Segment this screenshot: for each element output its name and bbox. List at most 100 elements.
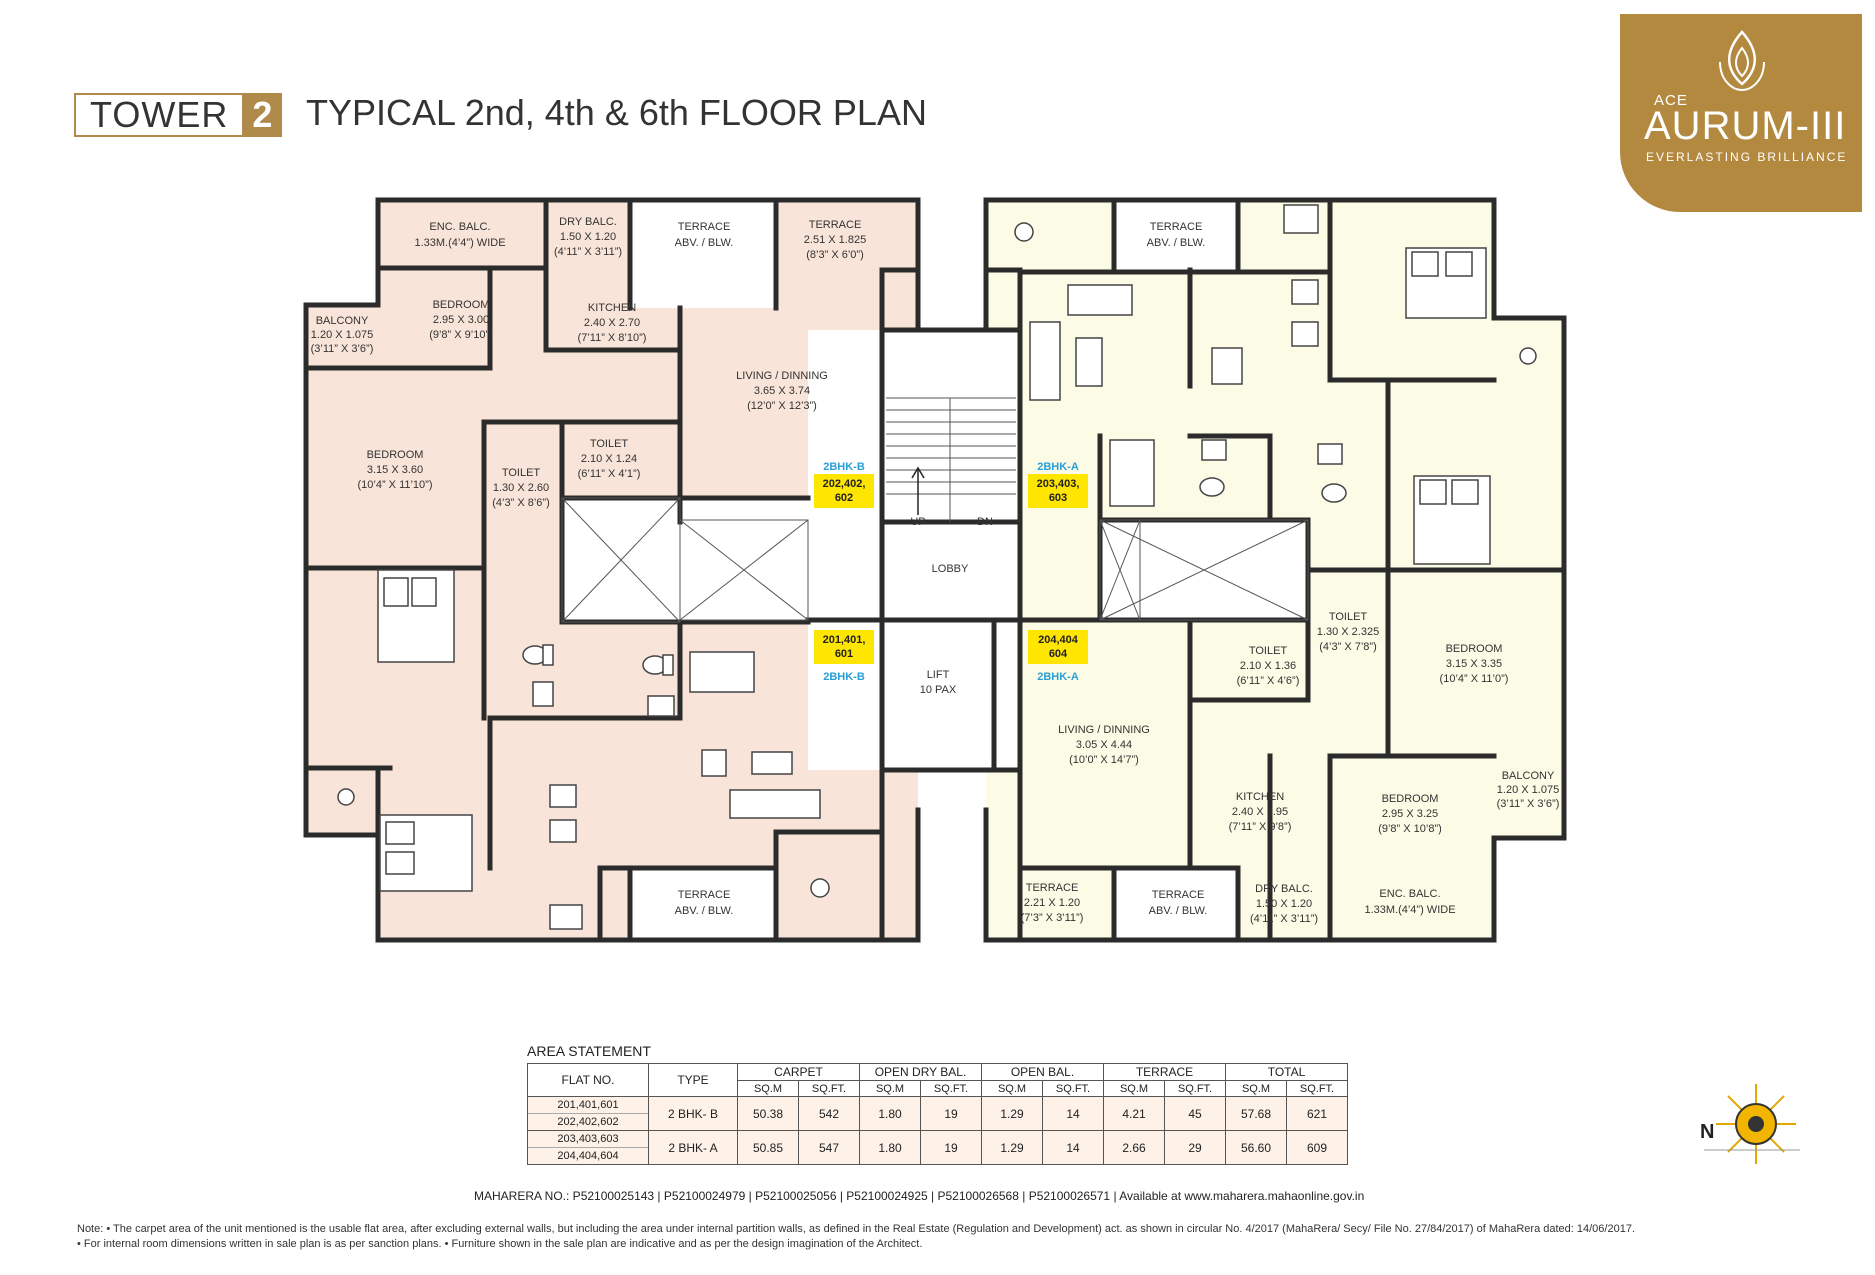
value-cell: 57.68 [1225, 1096, 1287, 1131]
value-cell: 2.66 [1103, 1130, 1165, 1165]
room-dry-balc-a: DRY BALC.1.50 X 1.20(4’11” X 3’11”) [1250, 883, 1318, 925]
col-open-bal: OPEN BAL. [981, 1063, 1104, 1081]
flat-type-se: 2BHK-A [1037, 671, 1079, 683]
unit-sqm: SQ.M [737, 1080, 799, 1097]
logo-name: AURUM-III [1644, 104, 1847, 148]
footnotes: Note: • The carpet area of the unit ment… [77, 1222, 1635, 1252]
unit-sqm: SQ.M [1103, 1080, 1165, 1097]
value-cell: 19 [920, 1096, 982, 1131]
maharera-numbers: MAHARERA NO.: P52100025143 | P5210002497… [474, 1189, 1365, 1203]
table-subheader-row: SQ.M SQ.FT. SQ.M SQ.FT. SQ.M SQ.FT. SQ.M… [528, 1080, 1348, 1097]
room-dry-balc-b: DRY BALC.1.50 X 1.20(4’11” X 3’11”) [554, 216, 622, 258]
unit-sqft: SQ.FT. [1042, 1080, 1104, 1097]
value-cell: 4.21 [1103, 1096, 1165, 1131]
flat-numbers: 204,404,604 [557, 1150, 619, 1162]
unit-sqft: SQ.FT. [798, 1080, 860, 1097]
table-row: 201,401,601 202,402,602 2 BHK- B 50.38 5… [527, 1096, 1348, 1131]
room-labels: ENC. BALC.1.33M.(4’4”) WIDE DRY BALC.1.5… [311, 216, 1560, 925]
room-enc-balc-a: ENC. BALC.1.33M.(4’4”) WIDE [1364, 888, 1455, 916]
logo-prefix: ACE [1654, 92, 1688, 109]
page-title: TYPICAL 2nd, 4th & 6th FLOOR PLAN [306, 92, 927, 133]
value-cell: 14 [1042, 1130, 1104, 1165]
flat-type-ne: 2BHK-A [1037, 461, 1079, 473]
ducts-and-stairs [561, 397, 1309, 623]
flat-type-sw: 2BHK-B [823, 671, 865, 683]
value-cell: 45 [1164, 1096, 1226, 1131]
flat-numbers-ne: 203,403,603 [1037, 478, 1080, 504]
col-flat-no: FLAT NO. [527, 1063, 649, 1097]
flat-tags: 2BHK-B 202,402,602 2BHK-A 203,403,603 20… [814, 461, 1088, 683]
furniture [337, 204, 1537, 930]
value-cell: 542 [798, 1096, 860, 1131]
stair-up-label: UP [910, 516, 925, 528]
unit-sqft: SQ.FT. [1164, 1080, 1226, 1097]
room-enc-balc-b: ENC. BALC.1.33M.(4’4”) WIDE [414, 221, 505, 249]
unit-sqm: SQ.M [981, 1080, 1043, 1097]
footnote-line: Note: • The carpet area of the unit ment… [77, 1223, 1635, 1235]
flat-numbers: 201,401,601 [528, 1097, 648, 1114]
table-row: 203,403,603 204,404,604 2 BHK- A 50.85 5… [527, 1130, 1348, 1165]
tower-number: 2 [242, 93, 283, 137]
value-cell: 50.85 [737, 1130, 799, 1165]
type-cell: 2 BHK- A [648, 1130, 738, 1165]
value-cell: 1.29 [981, 1130, 1043, 1165]
flame-logo-icon [1719, 30, 1765, 92]
type-cell: 2 BHK- B [648, 1096, 738, 1131]
flat-numbers: 203,403,603 [528, 1131, 648, 1148]
value-cell: 609 [1286, 1130, 1348, 1165]
col-terrace: TERRACE [1103, 1063, 1226, 1081]
flat-numbers-cell: 203,403,603 204,404,604 [527, 1130, 649, 1165]
compass-icon [1704, 1084, 1800, 1164]
flat-numbers-nw: 202,402,602 [823, 478, 866, 504]
col-open-dry-bal: OPEN DRY BAL. [859, 1063, 982, 1081]
value-cell: 1.80 [859, 1130, 921, 1165]
stair-dn-label: DN [977, 516, 993, 528]
area-statement-table: FLAT NO. TYPE CARPET OPEN DRY BAL. OPEN … [527, 1063, 1348, 1165]
value-cell: 1.29 [981, 1096, 1043, 1131]
unit-sqm: SQ.M [1225, 1080, 1287, 1097]
value-cell: 1.80 [859, 1096, 921, 1131]
unit-sqm: SQ.M [859, 1080, 921, 1097]
lobby-label: LOBBY [932, 563, 969, 575]
logo-tagline: EVERLASTING BRILLIANCE [1646, 150, 1848, 164]
flat-numbers: 202,402,602 [557, 1116, 619, 1128]
value-cell: 14 [1042, 1096, 1104, 1131]
floor-plan: ENC. BALC.1.33M.(4’4”) WIDE DRY BALC.1.5… [303, 197, 1567, 943]
unit-sqft: SQ.FT. [920, 1080, 982, 1097]
area-statement-title: AREA STATEMENT [527, 1043, 651, 1059]
value-cell: 547 [798, 1130, 860, 1165]
value-cell: 19 [920, 1130, 982, 1165]
value-cell: 29 [1164, 1130, 1226, 1165]
col-type: TYPE [648, 1063, 738, 1097]
flat-numbers-cell: 201,401,601 202,402,602 [527, 1096, 649, 1131]
flat-type-nw: 2BHK-B [823, 461, 865, 473]
value-cell: 621 [1286, 1096, 1348, 1131]
tower-word: TOWER [74, 93, 243, 137]
footnote-line: • For internal room dimensions written i… [77, 1238, 923, 1250]
col-carpet: CARPET [737, 1063, 860, 1081]
brand-logo: ACE AURUM-III EVERLASTING BRILLIANCE [1620, 14, 1862, 212]
col-total: TOTAL [1225, 1063, 1348, 1081]
table-header-row: FLAT NO. TYPE CARPET OPEN DRY BAL. OPEN … [527, 1063, 1348, 1097]
